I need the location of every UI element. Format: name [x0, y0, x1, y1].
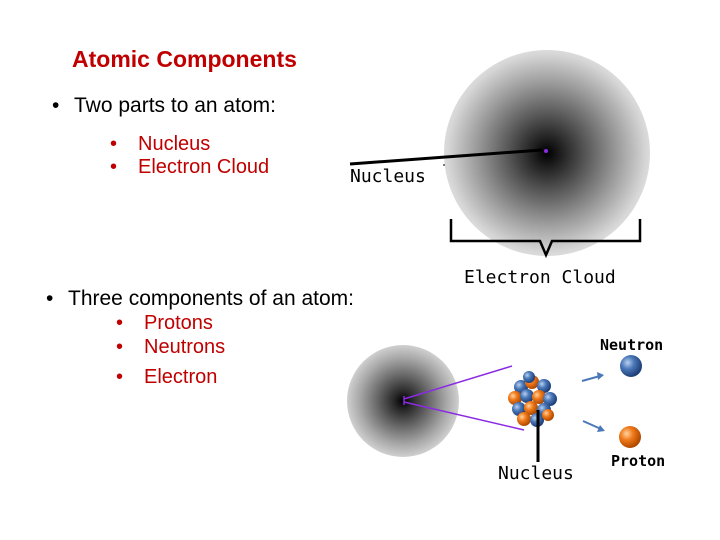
list-item-protons: • Protons — [116, 311, 213, 335]
three-components-heading: Three components of an atom: — [68, 287, 354, 310]
electron-cloud-label: Electron Cloud — [464, 267, 616, 288]
bullet-dot: • — [116, 336, 124, 358]
bullet-dot: • — [116, 366, 124, 388]
proton-label: Proton — [611, 452, 666, 470]
item-label: Nucleus — [138, 133, 211, 155]
electron-cloud-brace — [449, 219, 642, 259]
list-item-electron: • Electron — [116, 365, 217, 389]
nucleus-dot — [544, 149, 548, 153]
item-label: Electron Cloud — [138, 156, 270, 178]
two-parts-heading: Two parts to an atom: — [74, 94, 276, 117]
nucleus-cluster — [508, 371, 557, 427]
bullet-dot: • — [110, 156, 118, 178]
nucleus-label-bottom: Nucleus — [498, 463, 574, 484]
arrow-to-neutron — [581, 372, 604, 382]
item-label: Protons — [144, 312, 213, 334]
small-electron-cloud-image — [347, 345, 459, 457]
list-item-nucleus: • Nucleus — [110, 132, 210, 156]
neutron-sphere — [620, 355, 642, 377]
arrow-to-proton — [582, 420, 605, 432]
zoom-line-lower — [403, 401, 525, 431]
nucleus-pointer-line — [349, 148, 543, 166]
zoom-line-upper — [403, 365, 513, 400]
neutron-label: Neutron — [600, 336, 664, 354]
item-label: Electron — [144, 366, 218, 388]
slide-title: Atomic Components — [72, 46, 297, 72]
item-label: Neutrons — [144, 336, 226, 358]
bullet-dot: • — [110, 133, 118, 155]
bullet-dot: • — [52, 94, 60, 117]
bullet-three-components: • Three components of an atom: — [46, 287, 354, 311]
proton-sphere — [619, 426, 641, 448]
list-item-neutrons: • Neutrons — [116, 335, 225, 359]
bullet-dot: • — [46, 287, 54, 310]
bullet-dot: • — [116, 312, 124, 334]
list-item-electron-cloud: • Electron Cloud — [110, 155, 269, 179]
bullet-two-parts: • Two parts to an atom: — [52, 94, 276, 118]
nucleus-label-top: Nucleus — [350, 166, 426, 187]
electron-cloud-image — [444, 50, 650, 256]
